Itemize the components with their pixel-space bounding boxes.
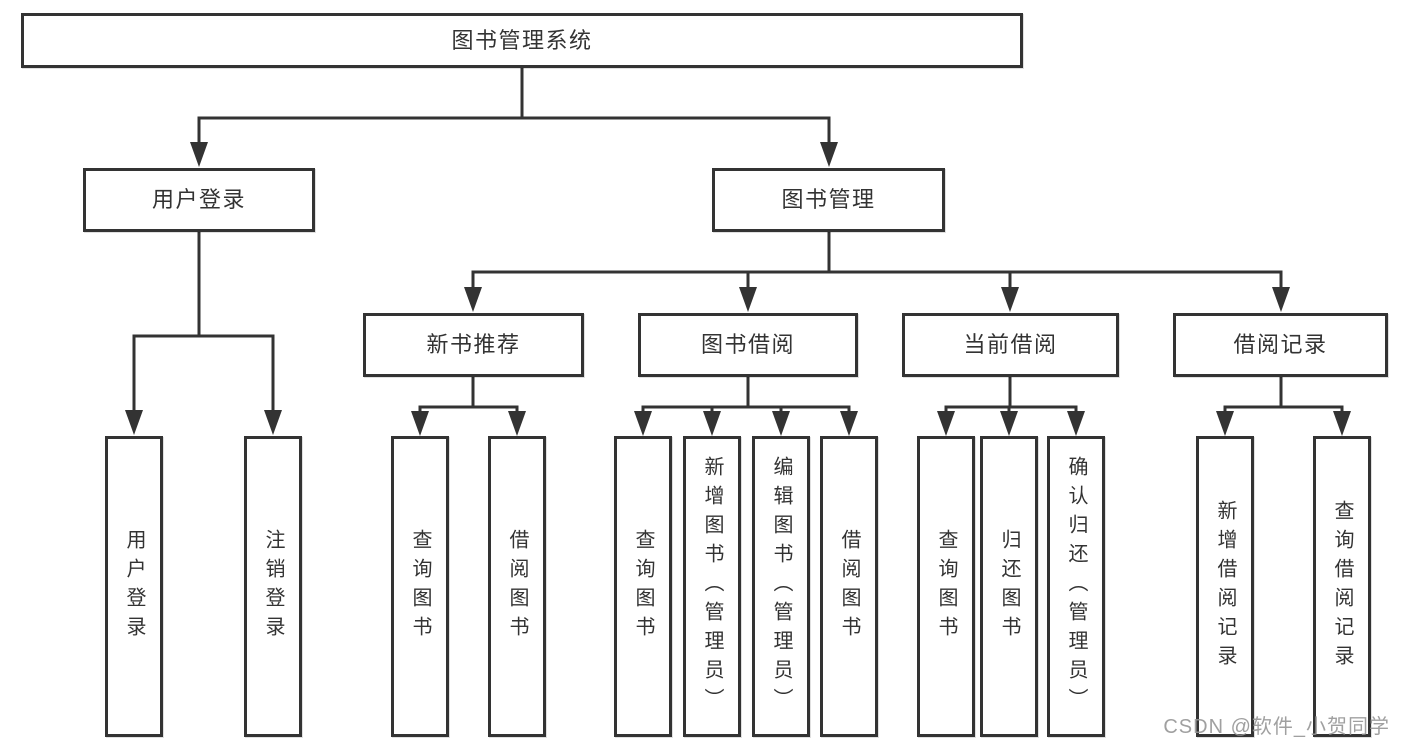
leaf-return-books: 归还图书 bbox=[980, 436, 1038, 737]
node-label: 查询图书 bbox=[935, 528, 957, 645]
node-label: 确认归还（管理员） bbox=[1065, 456, 1087, 717]
leaf-add-borrow-record: 新增借阅记录 bbox=[1196, 436, 1254, 737]
node-borrow-records: 借阅记录 bbox=[1173, 313, 1388, 377]
node-label: 借阅图书 bbox=[838, 528, 860, 645]
node-label: 归还图书 bbox=[998, 528, 1020, 645]
node-label: 注销登录 bbox=[262, 528, 284, 645]
node-label: 当前借阅 bbox=[963, 332, 1058, 357]
node-label: 新增图书（管理员） bbox=[701, 456, 723, 717]
node-label: 借阅记录 bbox=[1233, 332, 1328, 357]
node-label: 图书管理 bbox=[781, 187, 876, 212]
node-book-management: 图书管理 bbox=[712, 168, 945, 232]
node-label: 借阅图书 bbox=[506, 528, 528, 645]
node-user-login: 用户登录 bbox=[83, 168, 315, 232]
node-new-book-recommend: 新书推荐 bbox=[363, 313, 584, 377]
node-label: 编辑图书（管理员） bbox=[770, 456, 792, 717]
leaf-add-book-admin: 新增图书（管理员） bbox=[683, 436, 741, 737]
node-label: 新书推荐 bbox=[426, 332, 521, 357]
node-book-borrow: 图书借阅 bbox=[638, 313, 858, 377]
leaf-logout: 注销登录 bbox=[244, 436, 302, 737]
leaf-query-borrow-record: 查询借阅记录 bbox=[1313, 436, 1371, 737]
leaf-user-login: 用户登录 bbox=[105, 436, 163, 737]
leaf-edit-book-admin: 编辑图书（管理员） bbox=[752, 436, 810, 737]
node-current-borrow: 当前借阅 bbox=[902, 313, 1119, 377]
node-label: 用户登录 bbox=[123, 528, 145, 645]
leaf-confirm-return-admin: 确认归还（管理员） bbox=[1047, 436, 1105, 737]
node-label: 用户登录 bbox=[151, 187, 246, 212]
node-label: 查询图书 bbox=[409, 528, 431, 645]
leaf-query-books-1: 查询图书 bbox=[391, 436, 449, 737]
node-label: 图书借阅 bbox=[700, 332, 795, 357]
leaf-borrow-books-2: 借阅图书 bbox=[820, 436, 878, 737]
leaf-query-books-3: 查询图书 bbox=[917, 436, 975, 737]
node-label: 查询图书 bbox=[632, 528, 654, 645]
node-label: 查询借阅记录 bbox=[1331, 499, 1353, 674]
node-label: 新增借阅记录 bbox=[1214, 499, 1236, 674]
leaf-query-books-2: 查询图书 bbox=[614, 436, 672, 737]
node-root-system: 图书管理系统 bbox=[21, 13, 1023, 68]
node-label: 图书管理系统 bbox=[451, 27, 593, 53]
arrowhead-icons bbox=[125, 142, 1351, 436]
leaf-borrow-books-1: 借阅图书 bbox=[488, 436, 546, 737]
